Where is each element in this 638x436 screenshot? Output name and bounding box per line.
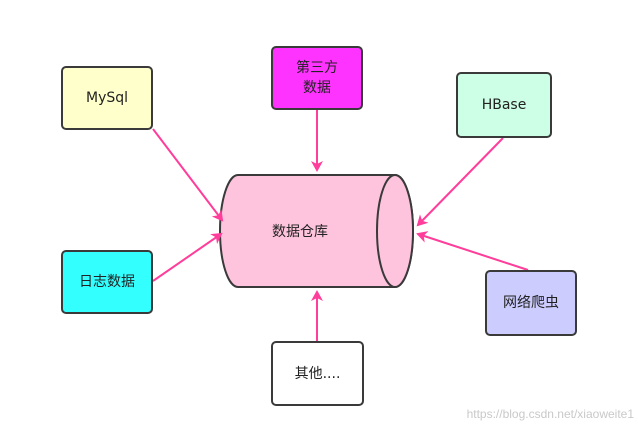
- node-log-data: 日志数据: [61, 250, 153, 314]
- node-web-crawler: 网络爬虫: [485, 270, 577, 336]
- data-warehouse-label: 数据仓库: [272, 224, 328, 240]
- node-other: 其他....: [271, 341, 364, 406]
- node-web-crawler-label: 网络爬虫: [503, 295, 559, 311]
- node-mysql-label: MySql: [85, 90, 129, 106]
- node-hbase-label: HBase: [481, 97, 527, 113]
- node-third-party-data-label: 第三方 数据: [296, 60, 338, 96]
- node-other-label: 其他....: [294, 365, 341, 382]
- watermark-text: https://blog.csdn.net/xiaoweite1: [466, 407, 634, 421]
- cylinder-end: [376, 174, 414, 288]
- node-mysql: MySql: [61, 66, 153, 130]
- arrow-crawler-to-warehouse: [416, 231, 529, 271]
- data-warehouse-cylinder: [219, 174, 414, 288]
- arrow-hbase-to-warehouse: [416, 137, 504, 227]
- node-hbase: HBase: [456, 72, 552, 138]
- node-third-party-data: 第三方 数据: [271, 46, 363, 110]
- arrow-mysql-to-warehouse: [152, 128, 224, 222]
- node-log-data-label: 日志数据: [79, 274, 135, 290]
- arrow-logs-to-warehouse: [152, 232, 223, 282]
